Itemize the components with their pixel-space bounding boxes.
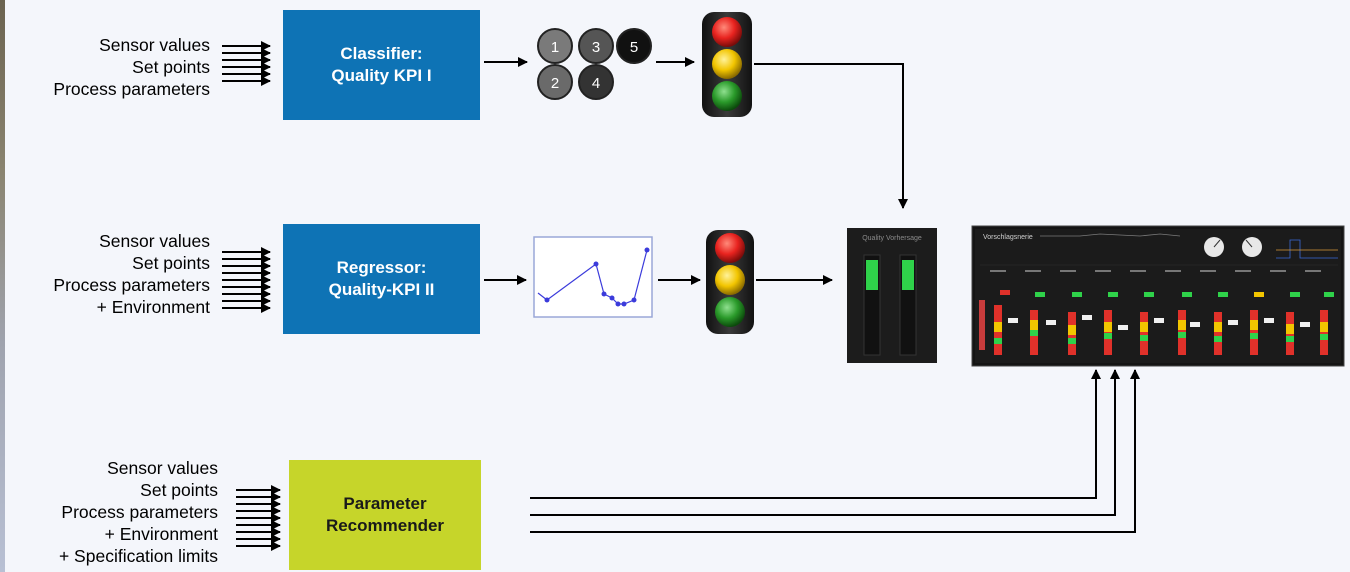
class-circle-2: 2 <box>537 64 573 100</box>
regressor-title: Regressor: <box>336 258 427 277</box>
row2-input-sensor-values: Sensor values <box>99 231 210 251</box>
quality-panel-title: Quality Vorhersage <box>862 235 922 242</box>
traffic-light-2 <box>706 230 754 334</box>
quality-prediction-panel: Quality Vorhersage <box>847 228 937 363</box>
regression-mini-chart <box>533 236 653 318</box>
class-label-3: 3 <box>592 39 600 56</box>
light1-yellow <box>712 49 742 79</box>
class-circle-1: 1 <box>537 28 573 64</box>
dashboard-indicator-columns <box>994 290 1334 355</box>
class-circle-4: 4 <box>578 64 614 100</box>
recommender-box: Parameter Recommender <box>289 460 481 570</box>
row1-input-set-points: Set points <box>132 57 210 77</box>
class-label-4: 4 <box>592 75 600 92</box>
row1-input-arrows <box>222 41 271 86</box>
row3-input-sensor-values: Sensor values <box>107 458 218 478</box>
classifier-subtitle: Quality KPI I <box>331 66 432 85</box>
light2-yellow <box>715 265 745 295</box>
row3-input-specification-limits: + Specification limits <box>58 546 218 566</box>
row2-input-arrows <box>222 247 271 313</box>
class-circles: 1 3 5 2 4 <box>537 28 652 100</box>
row2-input-process-parameters: Process parameters <box>53 275 210 295</box>
recommendation-dashboard: Vorschlagsnerie <box>971 225 1345 367</box>
class-circle-3: 3 <box>578 28 614 64</box>
light2-red <box>715 233 745 263</box>
row2-input-environment: + Environment <box>96 297 210 317</box>
light2-green <box>715 297 745 327</box>
row3-input-arrows <box>236 485 281 551</box>
row3-input-environment: + Environment <box>104 524 218 544</box>
light1-red <box>712 17 742 47</box>
row3-input-process-parameters: Process parameters <box>61 502 218 522</box>
regressor-subtitle: Quality-KPI II <box>328 280 435 299</box>
classifier-title: Classifier: <box>340 44 423 63</box>
quality-bar-right <box>902 260 914 290</box>
row3-input-set-points: Set points <box>140 480 218 500</box>
light1-to-quality-arrow <box>754 63 908 209</box>
row3-input-list: Sensor values Set points Process paramet… <box>59 457 218 567</box>
recommender-subtitle: Recommender <box>325 516 445 535</box>
classifier-box: Classifier: Quality KPI I <box>283 10 480 120</box>
row1-input-sensor-values: Sensor values <box>99 35 210 55</box>
quality-bar-left <box>866 260 878 290</box>
class-circle-5: 5 <box>616 28 652 64</box>
recommender-title: Parameter <box>343 494 427 513</box>
dashboard-title: Vorschlagsnerie <box>983 234 1033 241</box>
left-edge-strip <box>0 0 5 572</box>
row2-input-set-points: Set points <box>132 253 210 273</box>
class-label-2: 2 <box>551 75 559 92</box>
light1-green <box>712 81 742 111</box>
class-label-5: 5 <box>630 39 638 56</box>
recommender-output-arrows <box>530 369 1140 533</box>
row1-input-list: Sensor values Set points Process paramet… <box>53 34 210 100</box>
traffic-light-1 <box>702 12 752 117</box>
regressor-box: Regressor: Quality-KPI II <box>283 224 480 334</box>
row2-input-list: Sensor values Set points Process paramet… <box>53 230 210 318</box>
class-label-1: 1 <box>551 39 559 56</box>
row1-input-process-parameters: Process parameters <box>53 79 210 99</box>
